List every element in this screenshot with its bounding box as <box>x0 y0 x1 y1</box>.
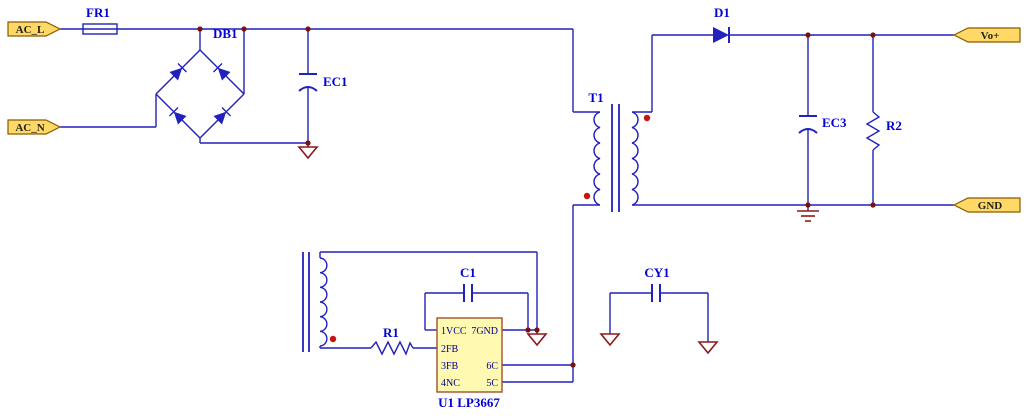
resistor-r2[interactable]: R2 <box>865 111 902 151</box>
capacitor-ec1[interactable]: EC1 <box>298 73 348 92</box>
port-shape[interactable] <box>7 119 62 135</box>
port-shape[interactable] <box>952 27 1021 43</box>
earth-ground-symbol-secondary[interactable] <box>797 210 819 222</box>
capacitor-designator: EC3 <box>822 115 847 130</box>
ground-symbol-cy1-right[interactable] <box>697 341 719 355</box>
transformer-designator: T1 <box>588 90 603 105</box>
wires <box>60 28 954 383</box>
port-ac-neutral[interactable]: AC_N <box>7 119 62 135</box>
diode-designator: D1 <box>714 5 730 20</box>
capacitor-cy1[interactable]: CY1 <box>644 265 670 302</box>
auxiliary-winding[interactable] <box>302 252 337 352</box>
ic-pin-label: 4NC <box>441 378 460 389</box>
ic-pin-label: 6C <box>486 361 498 372</box>
fuse-designator: FR1 <box>86 5 110 20</box>
primary-winding <box>593 111 601 206</box>
aux-coil <box>319 257 328 347</box>
ic-designator: U1 LP3667 <box>438 395 500 410</box>
ic-pin-label: 3FB <box>441 361 459 372</box>
capacitor-designator: EC1 <box>323 74 348 89</box>
ic-pin-label: 7GND <box>471 326 498 337</box>
ic-pin-label: 5C <box>486 378 498 389</box>
ic-pin-label: 1VCC <box>441 326 467 337</box>
resistor-designator: R2 <box>886 118 902 133</box>
port-label: AC_L <box>16 24 45 36</box>
resistor-r1[interactable]: R1 <box>370 325 414 356</box>
polarity-dot <box>583 192 591 200</box>
capacitor-designator: CY1 <box>644 265 669 280</box>
polarity-dot <box>643 114 651 122</box>
port-shape[interactable] <box>952 197 1021 213</box>
capacitor-ec3[interactable]: EC3 <box>798 115 847 134</box>
ic-pin-label: 2FB <box>441 344 459 355</box>
polarity-dot <box>329 335 337 343</box>
port-shape[interactable] <box>7 21 62 37</box>
ground-symbol-cy1-left[interactable] <box>599 333 621 347</box>
fuse-fr1[interactable]: FR1 <box>82 5 118 35</box>
ground-icon <box>599 333 621 347</box>
transformer-t1[interactable]: T1 <box>583 90 651 212</box>
capacitor-designator: C1 <box>460 265 476 280</box>
port-label: AC_N <box>15 122 44 134</box>
capacitor-c1[interactable]: C1 <box>460 265 476 302</box>
ground-icon <box>697 341 719 355</box>
bridge-designator: DB1 <box>213 26 238 41</box>
junction-dots <box>197 26 876 368</box>
resistor-designator: R1 <box>383 325 399 340</box>
port-output-positive[interactable]: Vo+ <box>952 27 1021 43</box>
secondary-winding <box>631 111 639 206</box>
port-label: Vo+ <box>981 30 1000 42</box>
port-ac-line[interactable]: AC_L <box>7 21 62 37</box>
port-output-ground[interactable]: GND <box>952 197 1021 213</box>
ic-u1-lp3667[interactable]: 1VCC 2FB 3FB 4NC 7GND 6C 5C U1 LP3667 <box>436 317 503 410</box>
ground-icon <box>526 333 548 347</box>
diode-d1[interactable]: D1 <box>713 5 730 43</box>
ground-icon <box>297 146 319 160</box>
port-label: GND <box>978 200 1003 212</box>
diode-icon <box>713 27 729 43</box>
